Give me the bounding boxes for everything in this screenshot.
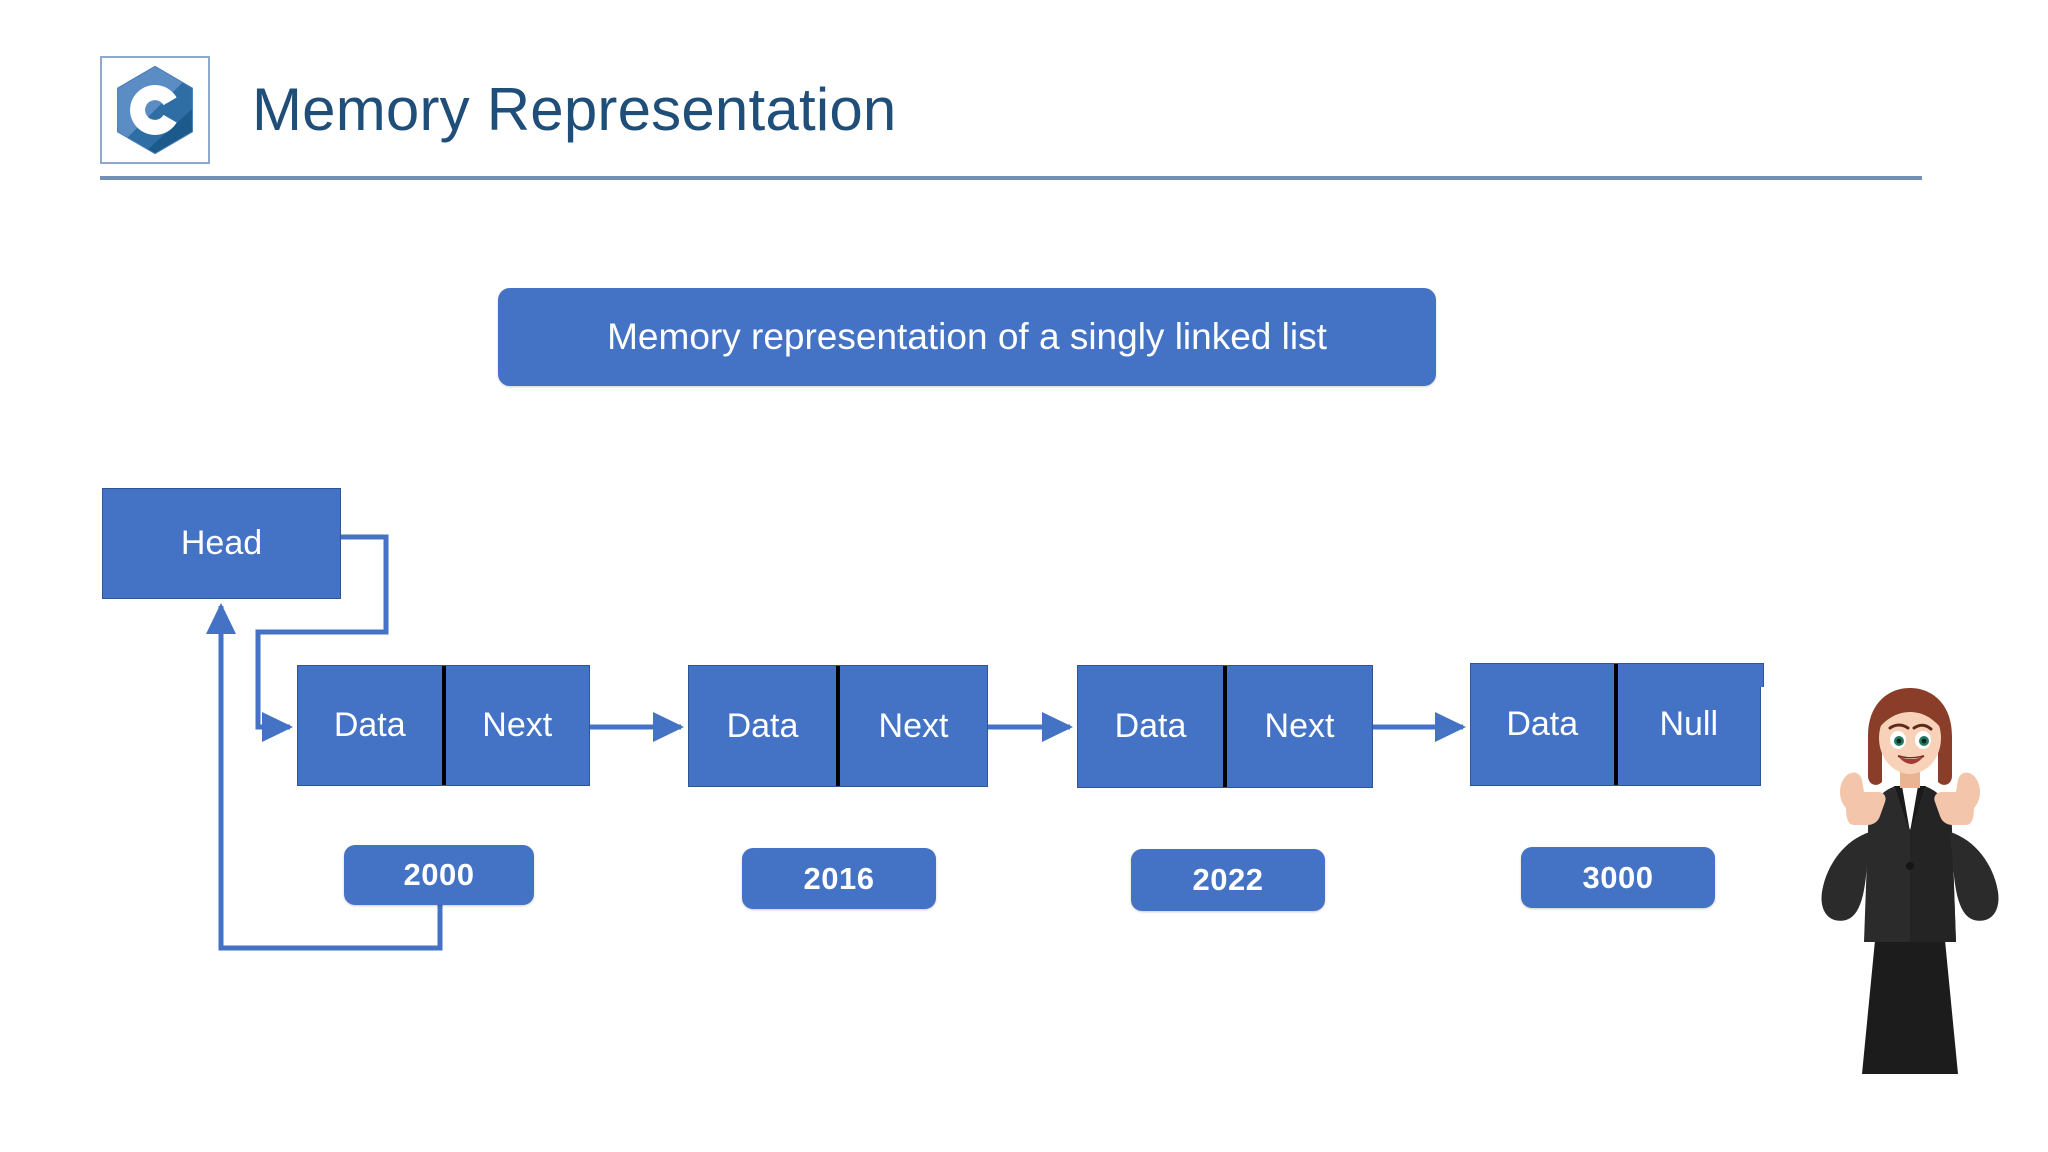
caption-banner: Memory representation of a singly linked…	[498, 288, 1436, 386]
tail-node-notch	[1740, 663, 1764, 687]
node-data-cell: Data	[1471, 664, 1618, 785]
list-node[interactable]: Data Next	[297, 665, 590, 786]
node-data-cell: Data	[689, 666, 840, 786]
c-language-logo-icon	[100, 56, 210, 164]
node-pointer-cell: Next	[878, 706, 949, 745]
node-address-label: 2022	[1192, 862, 1264, 897]
node-data-cell: Data	[1078, 666, 1227, 787]
node-address-badge: 2000	[344, 845, 534, 905]
node-pointer-cell: Next	[1264, 707, 1335, 745]
node-address-label: 3000	[1582, 859, 1654, 895]
node-null-pointer-cell: Null	[1659, 705, 1719, 743]
head-label: Head	[180, 524, 263, 562]
node-address-label: 2016	[803, 860, 875, 896]
node-address-badge: 3000	[1521, 847, 1715, 908]
page-title: Memory Representation	[252, 76, 897, 143]
businesswoman-thumbs-up-icon	[1790, 680, 2030, 1080]
node-address-badge: 2022	[1131, 849, 1325, 911]
header-divider	[100, 176, 1922, 180]
node-pointer-cell: Next	[482, 706, 553, 744]
head-pointer-box[interactable]: Head	[102, 488, 341, 599]
node-address-label: 2000	[403, 857, 475, 892]
node-address-badge: 2016	[742, 848, 936, 909]
list-node-tail[interactable]: Data Null	[1470, 663, 1761, 786]
node-data-cell: Data	[298, 666, 446, 785]
list-node[interactable]: Data Next	[688, 665, 988, 787]
caption-text: Memory representation of a singly linked…	[607, 316, 1327, 357]
list-node[interactable]: Data Next	[1077, 665, 1373, 788]
